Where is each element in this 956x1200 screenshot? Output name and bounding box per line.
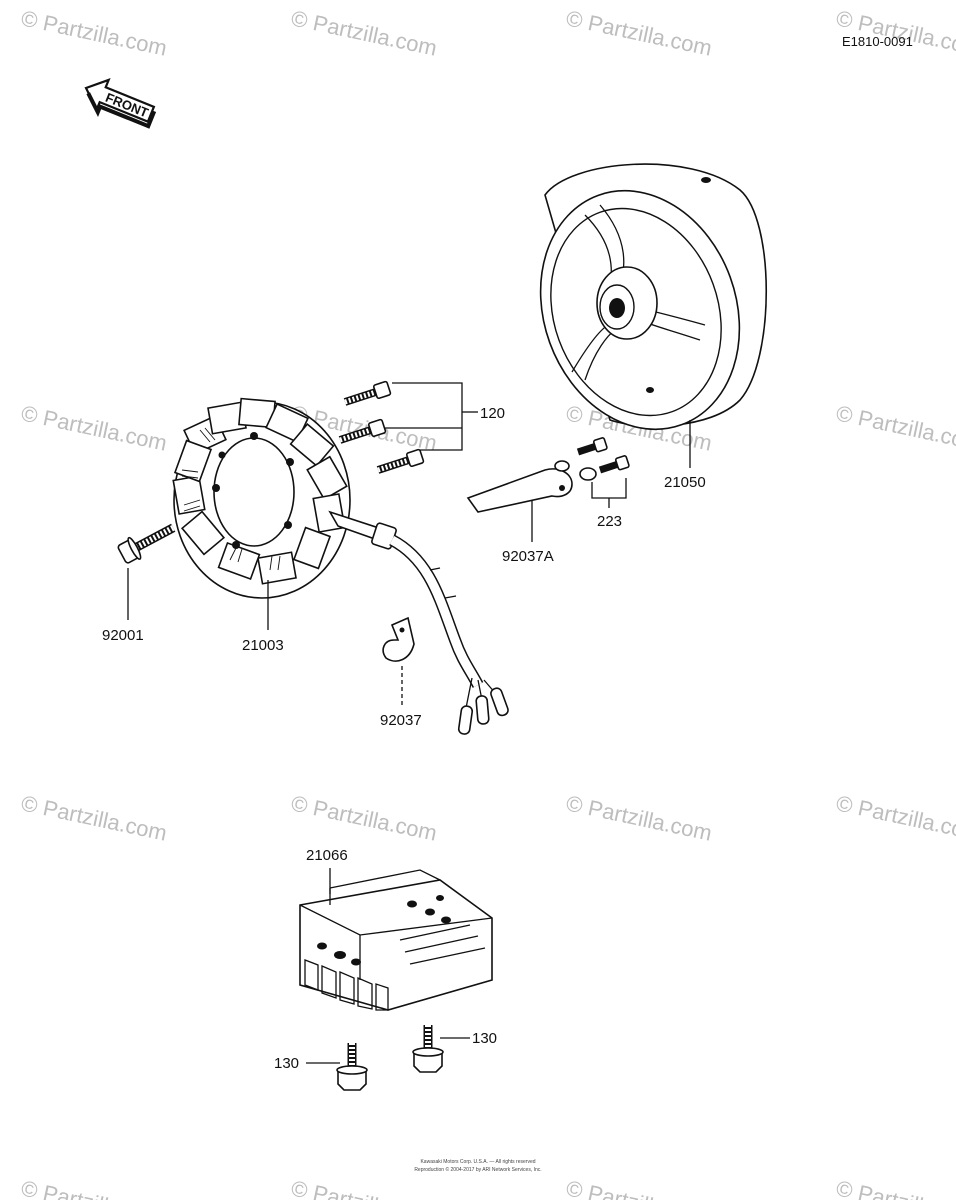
wire-harness [328, 510, 509, 735]
pickup-plate [466, 460, 573, 542]
part-ref-223: 223 [597, 513, 622, 530]
watermark: © Partzilla.com [19, 5, 169, 60]
part-ref-130-left: 130 [274, 1055, 299, 1072]
footer-copyright-line2: Reproduction © 2004-2017 by ARI Network … [414, 1166, 541, 1173]
regulator-bolt-right [412, 1025, 470, 1073]
regulator-bolt-left [306, 1043, 368, 1091]
watermark: © Partzilla.com [564, 5, 714, 60]
part-ref-92037a: 92037A [502, 548, 554, 565]
watermark: © Partzilla.com [19, 1175, 169, 1200]
watermark: © Partzilla.com [289, 790, 439, 845]
watermark: © Partzilla.com [289, 5, 439, 60]
watermark: © Partzilla.com [289, 1175, 439, 1200]
part-ref-21003: 21003 [242, 637, 284, 654]
wire-clamp [382, 616, 415, 708]
diagram-code: E1810-0091 [842, 34, 913, 49]
stator-bolt [117, 523, 176, 620]
part-ref-21066: 21066 [306, 847, 348, 864]
watermark: © Partzilla.com [834, 790, 956, 845]
watermark: © Partzilla.com [19, 790, 169, 845]
part-ref-130-right: 130 [472, 1030, 497, 1047]
watermark: © Partzilla.com [564, 790, 714, 845]
watermark: © Partzilla.com [834, 400, 956, 455]
part-ref-21050: 21050 [664, 474, 706, 491]
regulator-rectifier [299, 868, 493, 1011]
front-arrow-icon: FRONT [84, 78, 157, 129]
stator-coil [172, 397, 351, 630]
stator-screws [338, 380, 478, 474]
footer-copyright-line1: Kawasaki Motors Corp. U.S.A. — All right… [420, 1159, 535, 1165]
part-ref-92001: 92001 [102, 627, 144, 644]
flywheel-rotor [539, 163, 768, 468]
watermark: © Partzilla.com [564, 1175, 714, 1200]
part-ref-120: 120 [480, 405, 505, 422]
watermark: © Partzilla.com [19, 400, 169, 455]
watermark: © Partzilla.com [834, 1175, 956, 1200]
pickup-screws [576, 437, 630, 508]
watermark-layer: © Partzilla.com © Partzilla.com © Partzi… [19, 5, 956, 1200]
part-ref-92037: 92037 [380, 712, 422, 729]
